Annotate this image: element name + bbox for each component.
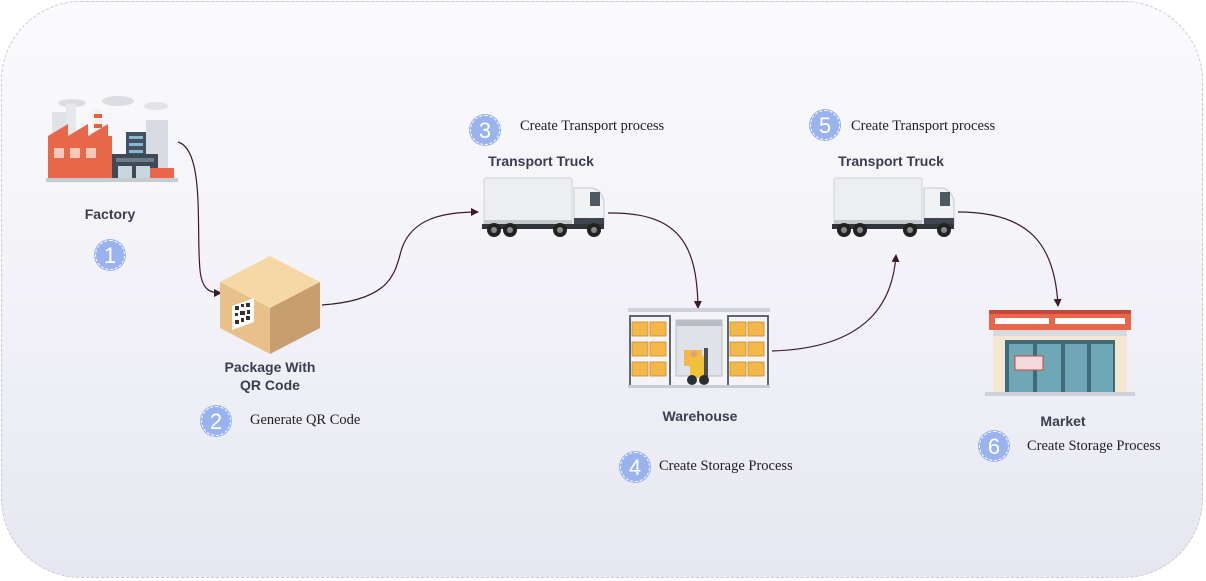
- truck2-label: Transport Truck: [838, 153, 944, 169]
- step-2-text: Generate QR Code: [250, 412, 361, 428]
- factory-icon: [46, 96, 178, 182]
- connector-truck2-to-market: [957, 211, 1062, 307]
- step-4-badge: 4: [620, 452, 650, 482]
- connector-truck1-to-warehouse: [607, 212, 702, 309]
- step-5-badge: 5: [810, 110, 840, 140]
- step-4-text: Create Storage Process: [659, 458, 793, 474]
- step-6-text: Create Storage Process: [1027, 438, 1161, 454]
- step-3-badge: 3: [470, 115, 500, 145]
- step-3-text: Create Transport process: [520, 118, 665, 134]
- connector-package-to-truck1: [321, 208, 479, 306]
- truck1-label: Transport Truck: [488, 153, 594, 169]
- market-label: Market: [1040, 413, 1086, 429]
- truck-icon: [482, 177, 605, 237]
- warehouse-label: Warehouse: [662, 408, 738, 424]
- connector-warehouse-to-truck2: [771, 254, 900, 352]
- step-5-text: Create Transport process: [851, 118, 996, 134]
- truck-icon: [832, 177, 955, 237]
- factory-label: Factory: [84, 206, 136, 222]
- qr-package-icon: [220, 256, 320, 354]
- warehouse-icon: [628, 308, 770, 388]
- market-icon: [985, 310, 1135, 396]
- step-2-badge: 2: [201, 406, 231, 436]
- package-label: Package With QR Code: [224, 359, 316, 393]
- step-1-badge: 1: [95, 240, 125, 270]
- step-6-badge: 6: [979, 431, 1009, 461]
- connector-factory-to-package: [177, 141, 222, 297]
